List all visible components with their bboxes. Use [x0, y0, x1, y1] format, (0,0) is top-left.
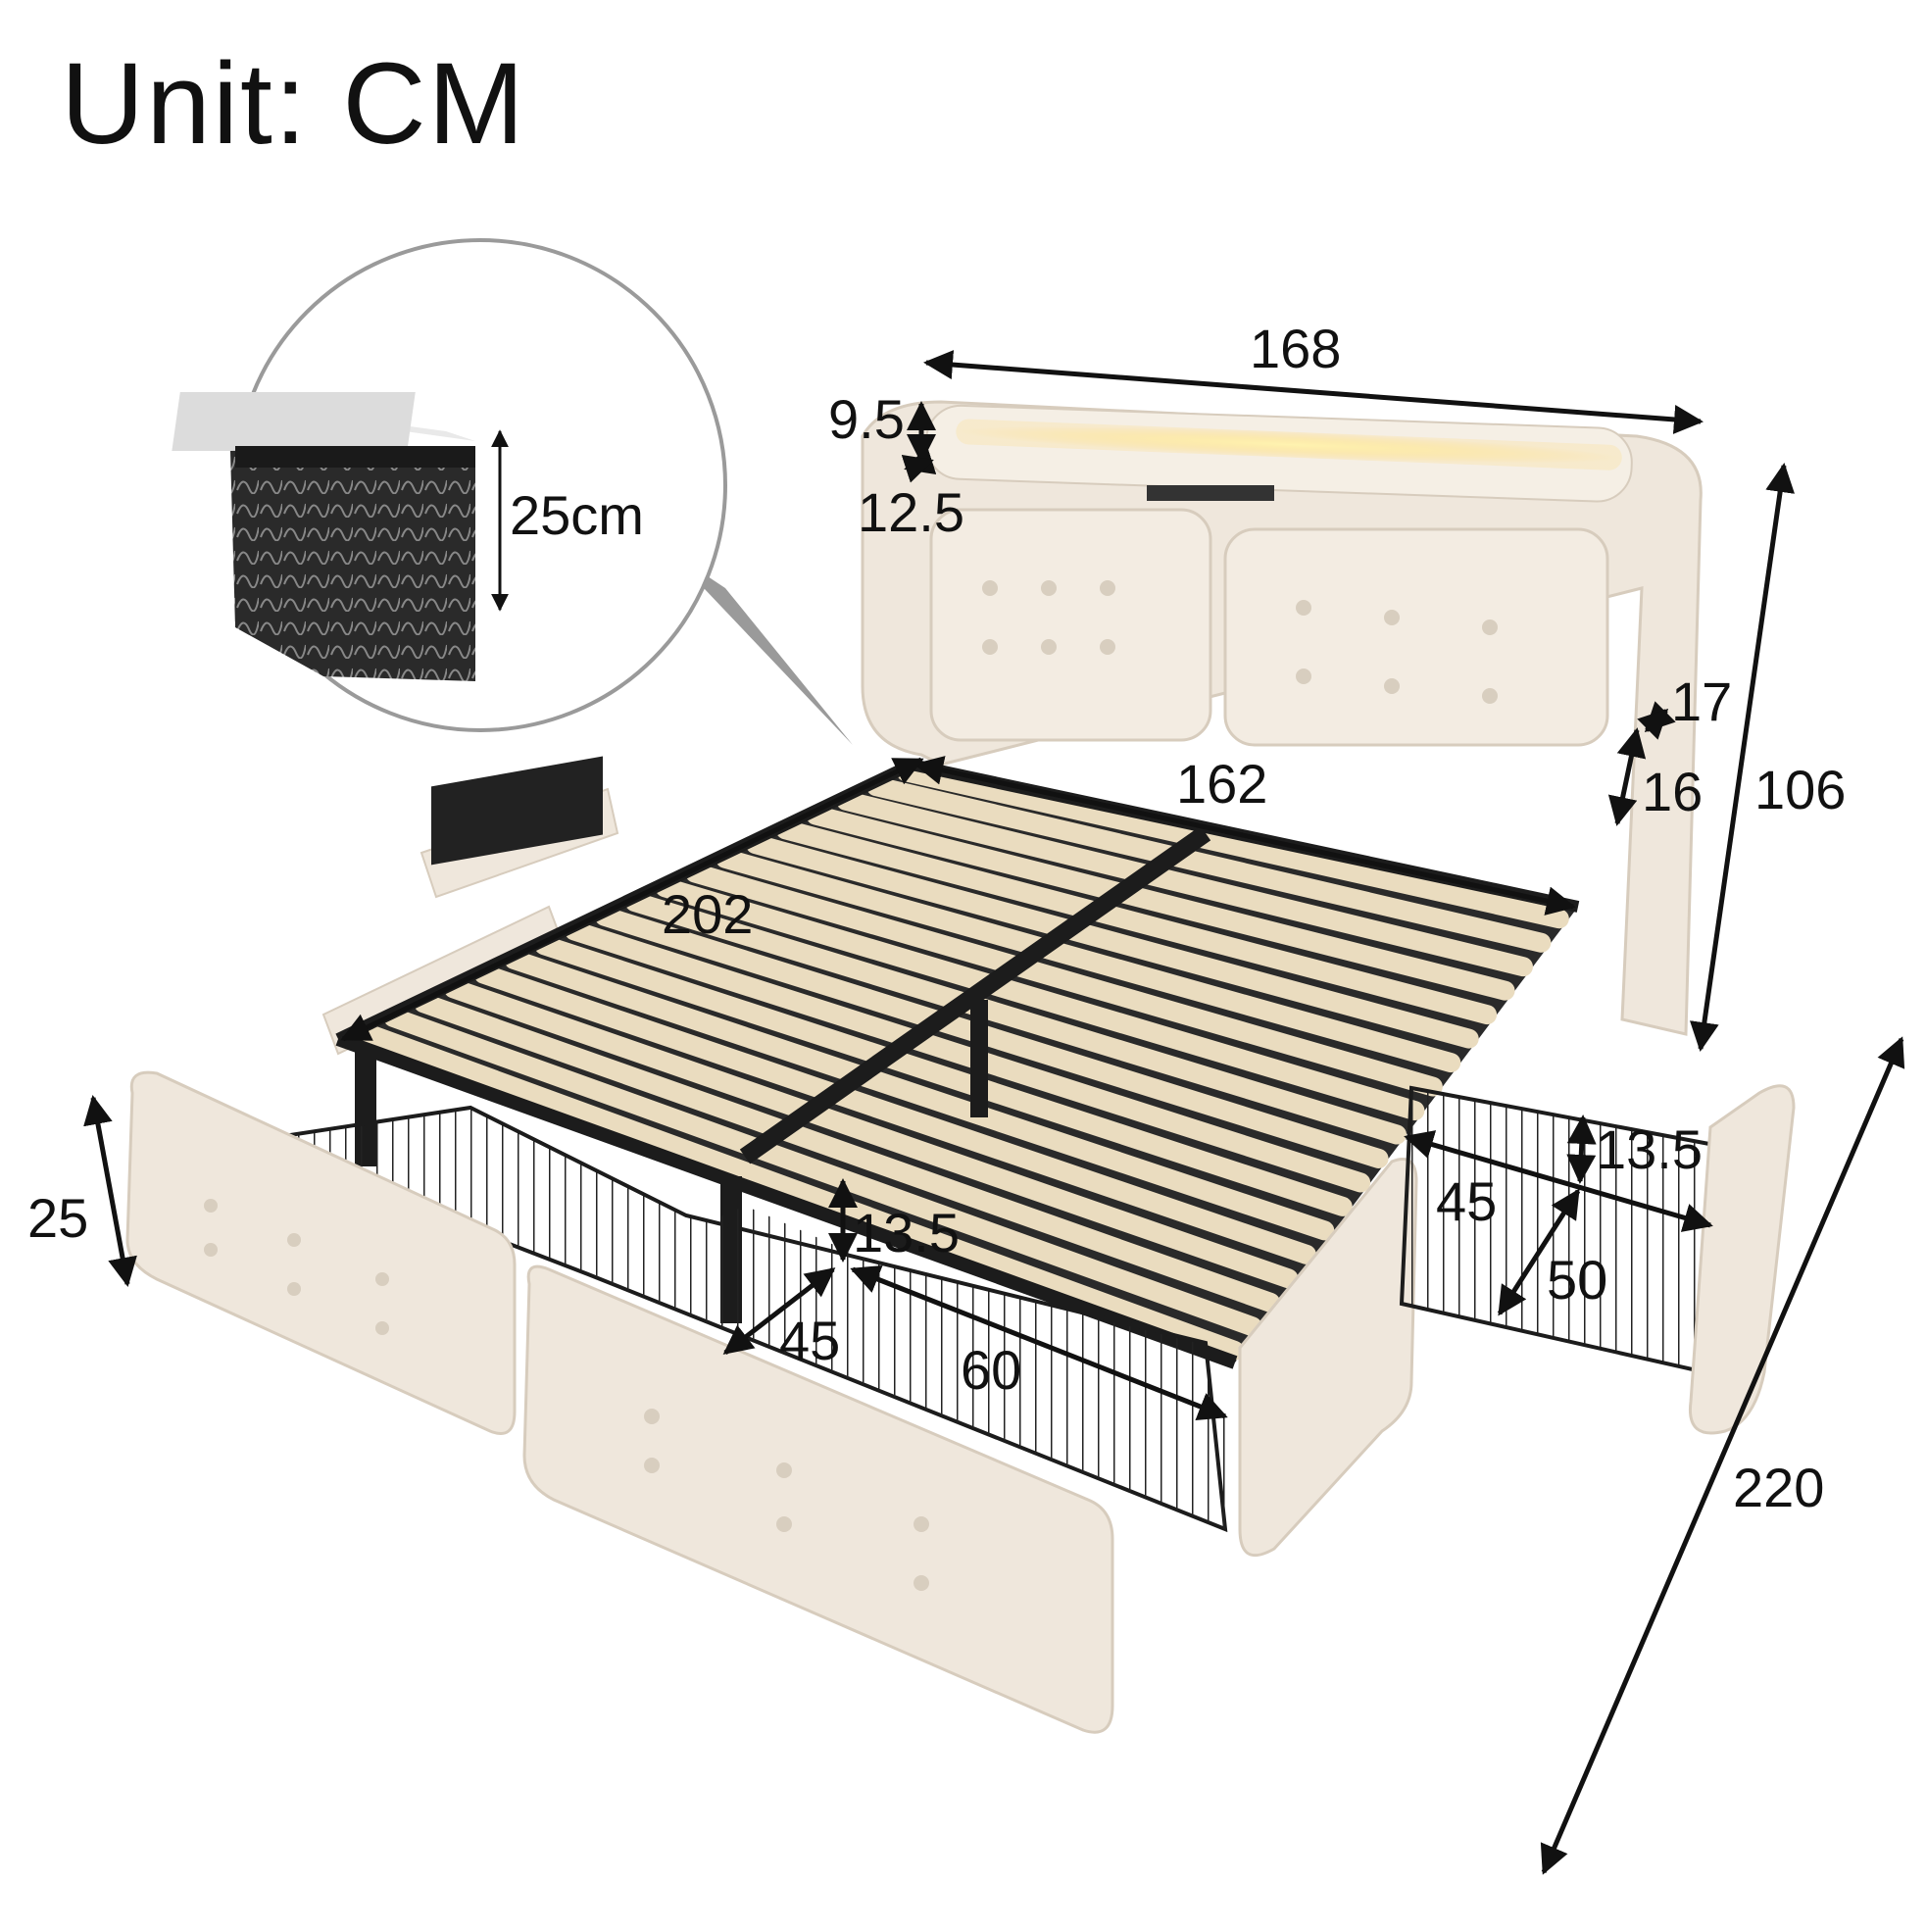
wing-height-arrow — [1607, 727, 1647, 826]
drawer-front-height-label: 25 — [27, 1187, 89, 1249]
drawer-front-height-arrow — [83, 1095, 137, 1287]
headboard-left-panel — [929, 508, 1212, 742]
led-height-label: 9.5 — [828, 388, 905, 450]
bed-height-label: 106 — [1754, 759, 1847, 820]
width-168-arrow — [923, 350, 1704, 434]
side-drawer-depth-label: 13.5 — [1596, 1118, 1703, 1180]
headboard-right-panel — [1223, 527, 1609, 747]
wing-height-label: 16 — [1642, 761, 1704, 822]
inner-length-arrow — [340, 757, 924, 1042]
wing-depth-label: 17 — [1671, 670, 1733, 732]
unit-title: Unit: CM — [61, 39, 526, 169]
dimension-arrows — [83, 350, 1905, 1875]
front-drawer-width-arrow — [722, 1267, 836, 1355]
mattress-image — [172, 392, 475, 681]
front-drawer-length-label: 60 — [961, 1339, 1022, 1401]
side-drawer-length-label: 50 — [1547, 1249, 1608, 1311]
side-drawer-width-label: 45 — [1436, 1170, 1498, 1232]
led-depth-label: 12.5 — [858, 481, 964, 543]
drawer-front-left — [125, 1070, 517, 1435]
front-drawer-depth-label: 13.5 — [853, 1202, 960, 1263]
led-depth-arrow — [901, 446, 937, 483]
side-drawer-depth-arrow — [1566, 1115, 1597, 1184]
mattress-inset — [172, 238, 853, 745]
wing-depth-arrow — [1637, 701, 1676, 740]
bed-length-label: 220 — [1733, 1457, 1825, 1518]
inner-width-arrow — [914, 756, 1576, 916]
drawer-front-right — [522, 1264, 1114, 1734]
bed-length-arrow — [1540, 1036, 1905, 1875]
bed-height-arrow — [1689, 463, 1796, 1052]
front-drawer-length-arrow — [850, 1264, 1228, 1421]
inner-length-label: 202 — [662, 883, 754, 945]
front-drawer-width-label: 45 — [779, 1310, 841, 1371]
usb-port — [1147, 485, 1274, 501]
inner-width-label: 162 — [1176, 753, 1268, 815]
slat — [413, 993, 1281, 1313]
width-168-label: 168 — [1250, 318, 1342, 379]
mattress-height-label: 25cm — [510, 484, 644, 546]
